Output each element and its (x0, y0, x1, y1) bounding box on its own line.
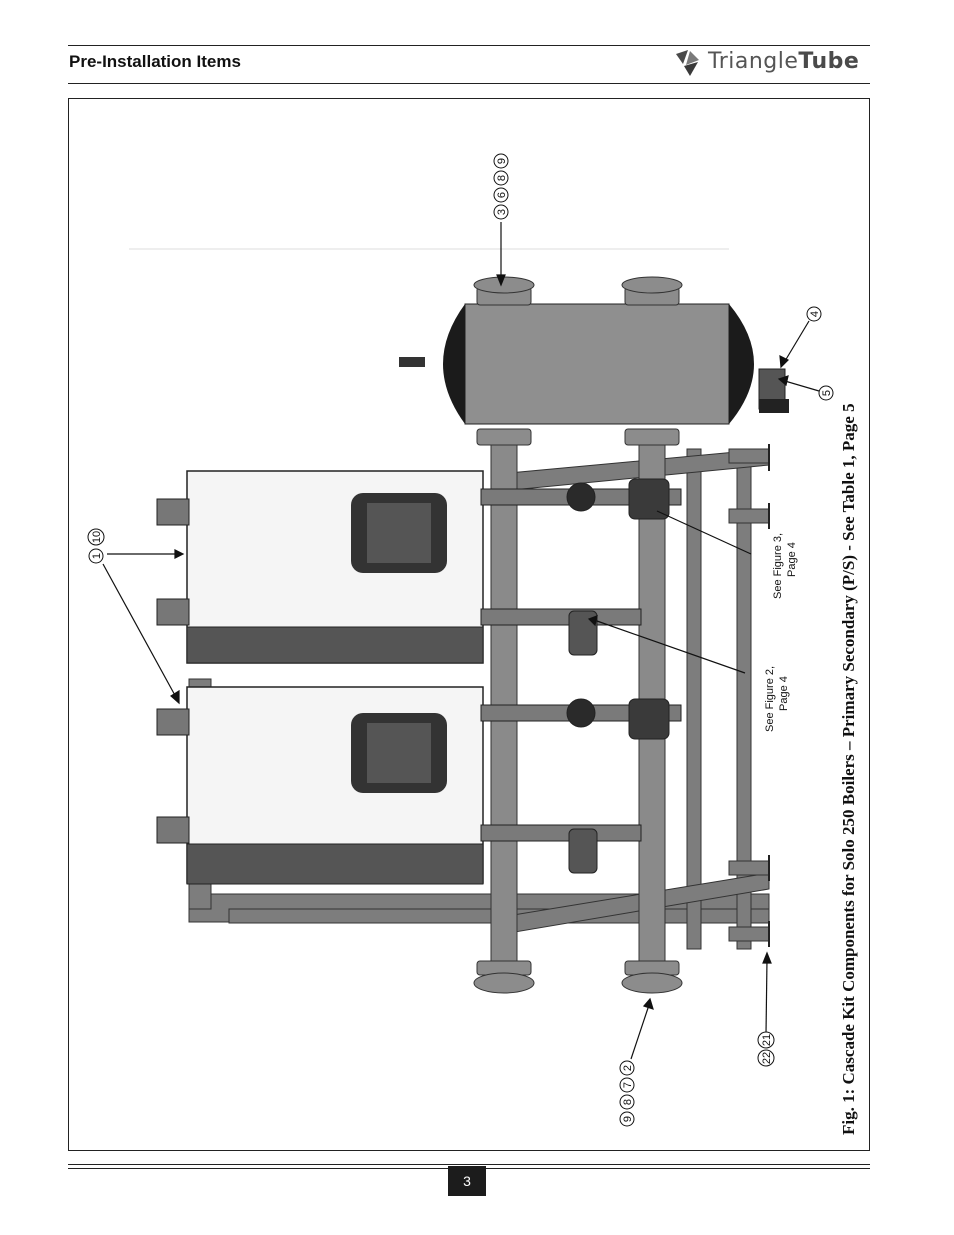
svg-text:21: 21 (761, 1034, 773, 1046)
svg-text:See Figure 3,: See Figure 3, (772, 533, 784, 599)
boiler-lower (156, 686, 484, 885)
callout-valve: 5 (818, 385, 834, 401)
note-see-figure-2: See Figure 2, Page 4 (764, 666, 790, 732)
logo-wordmark: TriangleTube (708, 49, 860, 74)
svg-text:6: 6 (496, 192, 508, 198)
triangle-tube-logo-icon (676, 50, 699, 76)
svg-text:8: 8 (496, 175, 508, 181)
triangle-tube-logo: TriangleTube (672, 48, 868, 78)
section-title: Pre-Installation Items (69, 52, 241, 71)
svg-text:22: 22 (761, 1052, 773, 1064)
callout-top-group: 3 6 8 9 (493, 153, 509, 220)
svg-text:7: 7 (622, 1082, 634, 1088)
callout-left-flange-group: 2 7 8 9 (619, 1060, 635, 1127)
svg-text:1: 1 (91, 553, 103, 559)
svg-text:5: 5 (821, 390, 833, 396)
svg-text:9: 9 (496, 158, 508, 164)
note-see-figure-3: See Figure 3, Page 4 (772, 533, 798, 599)
svg-text:10: 10 (91, 531, 103, 543)
svg-text:Page 4: Page 4 (778, 676, 790, 711)
callout-leaders (102, 222, 820, 1060)
callout-stand-group: 21 22 (757, 1031, 775, 1067)
header-top-rule (68, 45, 870, 46)
svg-text:See Figure 2,: See Figure 2, (764, 666, 776, 732)
callout-drain: 4 (806, 306, 822, 322)
svg-text:4: 4 (809, 311, 821, 317)
footer-rule-top (68, 1164, 870, 1165)
svg-text:Page 4: Page 4 (786, 542, 798, 577)
figure-frame: 3 6 8 9 1 10 4 5 2 7 8 9 21 22 See Figur… (68, 98, 870, 1151)
svg-text:8: 8 (622, 1099, 634, 1105)
hydraulic-separator-tank (399, 276, 789, 425)
page-number: 3 (448, 1166, 486, 1196)
callout-boiler-group: 1 10 (87, 528, 105, 564)
svg-text:2: 2 (622, 1065, 634, 1071)
cascade-kit-illustration: 3 6 8 9 1 10 4 5 2 7 8 9 21 22 See Figur… (87, 153, 858, 1135)
figure-caption: Fig. 1: Cascade Kit Components for Solo … (839, 403, 858, 1135)
header-bottom-rule (68, 83, 870, 84)
svg-text:9: 9 (622, 1116, 634, 1122)
svg-text:3: 3 (496, 209, 508, 215)
boiler-piping (480, 478, 682, 874)
boiler-upper (156, 470, 484, 664)
